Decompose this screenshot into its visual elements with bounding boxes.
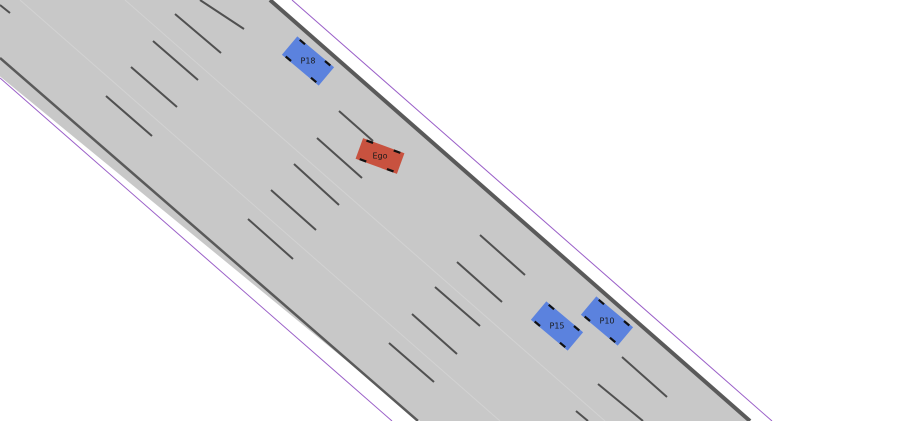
wheel <box>533 320 541 327</box>
vehicle-p15[interactable]: P15 <box>530 301 584 351</box>
wheel <box>623 320 631 327</box>
wheel <box>597 298 605 306</box>
road-boundary-right <box>291 0 773 421</box>
vehicle-p10[interactable]: P10 <box>580 296 634 346</box>
vehicle-p18-label: P18 <box>300 57 315 66</box>
vehicle-p15-body <box>530 301 584 351</box>
wheel <box>284 55 292 62</box>
vehicle-p18[interactable]: P18 <box>281 36 335 86</box>
wheel <box>547 303 555 311</box>
vehicle-ego-body <box>355 138 405 174</box>
vehicle-ego-label: Ego <box>372 152 387 161</box>
vehicle-ego-wheels <box>359 139 401 173</box>
wheel <box>298 38 306 46</box>
vehicle-p10-label: P10 <box>599 317 614 326</box>
vehicle-p10-wheels <box>583 298 631 344</box>
road-edge-right <box>268 0 752 421</box>
wheel <box>386 168 394 173</box>
road-boundary-left <box>0 77 393 421</box>
vehicle-p15-wheels <box>533 303 581 349</box>
wheel <box>310 76 318 84</box>
vehicle-p18-wheels <box>284 38 332 84</box>
vehicle-p18-body <box>281 36 335 86</box>
vehicle-p15-label: P15 <box>549 322 564 331</box>
vehicle-ego[interactable]: Ego <box>355 138 405 174</box>
wheel <box>393 149 401 154</box>
wheel <box>583 315 591 322</box>
wheel <box>559 341 567 349</box>
lane-guide-lines <box>19 0 606 421</box>
vehicle-p10-body <box>580 296 634 346</box>
wheel <box>573 325 581 332</box>
lane-markings <box>0 0 668 421</box>
road-edge-left <box>0 57 419 421</box>
wheel <box>609 336 617 344</box>
wheel <box>324 60 332 67</box>
wheel <box>359 158 367 163</box>
road-surface <box>0 0 750 421</box>
wheel <box>366 139 374 144</box>
